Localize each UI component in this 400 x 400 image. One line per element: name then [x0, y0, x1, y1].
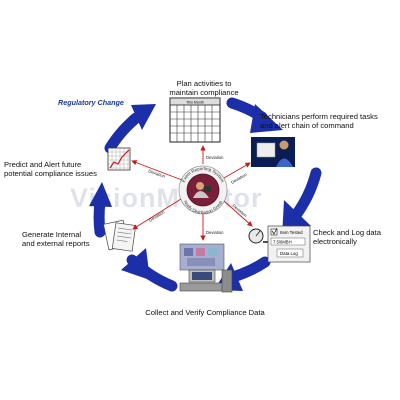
- step-plan-label: Plan activities to maintain compliance: [169, 79, 239, 97]
- cycle-arrow-right: [290, 167, 322, 221]
- deviation-arrow-check: [223, 200, 253, 227]
- calendar-icon: This Month: [169, 97, 221, 143]
- calendar-title: This Month: [186, 101, 204, 105]
- meter-icon: [248, 228, 272, 244]
- cycle-arrow-left: [93, 196, 106, 238]
- step-check-label: Check and Log data electronically: [313, 228, 381, 246]
- deviation-label-generate: Deviation: [148, 209, 166, 223]
- step-collect-label: Collect and Verify Compliance Data: [145, 308, 265, 317]
- data-log-panel: Item Tested 7.5/6MBH Data Log: [267, 225, 311, 263]
- predict-chart-icon: [107, 147, 131, 171]
- reading-value: 7.5/6MBH: [273, 239, 292, 244]
- deviation-label-collect: Deviation: [206, 230, 224, 235]
- deviation-arrows: [131, 145, 253, 241]
- deviation-arrow-predict: [131, 160, 183, 181]
- deviation-label-plan: Deviation: [206, 155, 224, 160]
- technician-icon: [251, 137, 295, 167]
- data-log-label: Data Log: [280, 251, 298, 256]
- deviation-arrow-technicians: [223, 162, 251, 179]
- item-tested-label: Item Tested: [280, 230, 303, 235]
- cycle-arrow-top-left: [104, 112, 142, 154]
- step-predict-label: Predict and Alert future potential compl…: [4, 160, 97, 178]
- cycle-arrows: [93, 97, 322, 292]
- deviation-label-check: Deviation: [231, 203, 248, 218]
- reports-icon: [103, 219, 137, 252]
- event-reporting-hub: Event Reporting System Notify Distributi…: [178, 165, 228, 215]
- workstation-icon: [179, 243, 233, 293]
- step-generate-label: Generate Internal and external reports: [22, 230, 90, 248]
- regulatory-change-label: Regulatory Change: [58, 98, 124, 107]
- step-technicians-label: Technicians perform required tasks and a…: [260, 112, 378, 130]
- cycle-arrow-bottom-right: [230, 256, 271, 282]
- deviation-label-predict: Deviation: [148, 168, 167, 179]
- deviation-arrow-generate: [132, 198, 182, 230]
